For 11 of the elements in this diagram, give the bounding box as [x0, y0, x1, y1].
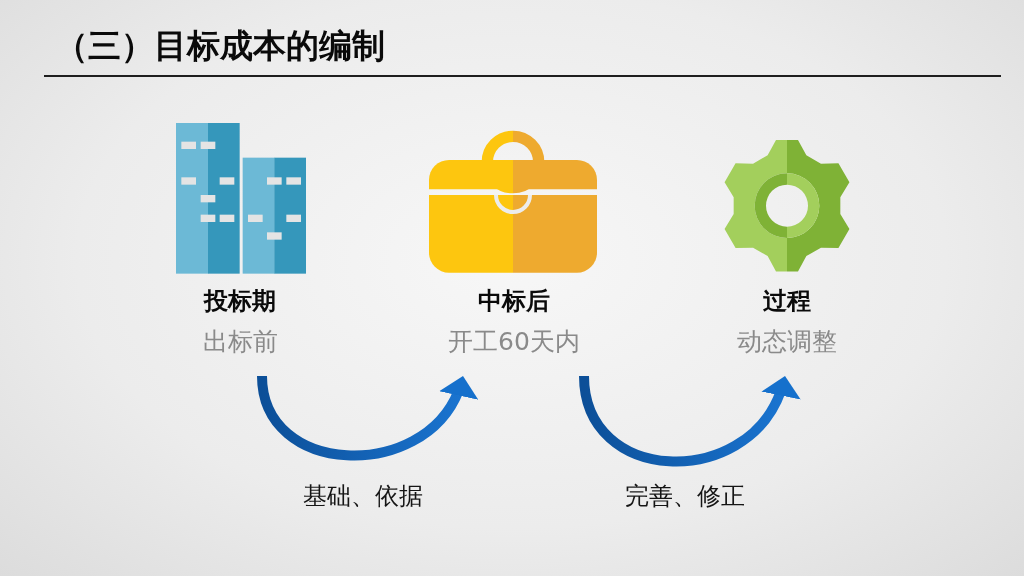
stage-heading: 投标期 — [204, 286, 276, 316]
slide-title: （三）目标成本的编制 — [55, 25, 385, 67]
stage-subheading: 出标前 — [202, 326, 278, 358]
curved-arrow — [257, 374, 475, 461]
stage-subheading: 开工60天内 — [448, 326, 580, 358]
stage-heading: 过程 — [763, 286, 811, 316]
curved-arrow — [579, 374, 798, 467]
stage-subheading: 动态调整 — [737, 326, 837, 358]
edge-label: 完善、修正 — [624, 481, 745, 511]
edge-label: 基础、依据 — [302, 481, 423, 511]
stage-heading: 中标后 — [478, 286, 550, 316]
